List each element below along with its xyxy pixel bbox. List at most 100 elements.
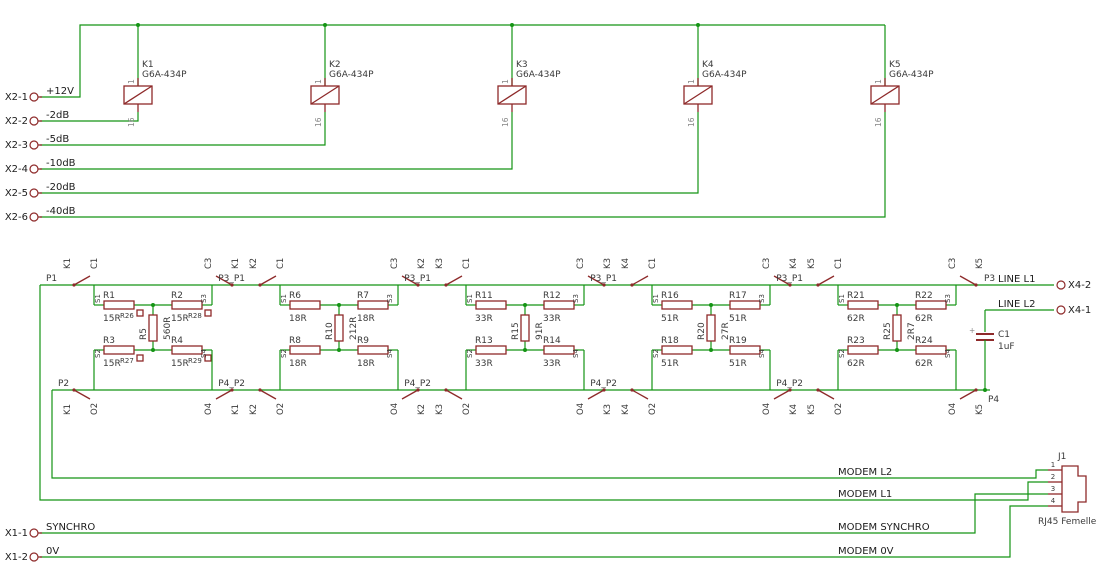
junction-dot [709,303,713,307]
resistor-ref: R4 [171,336,183,346]
resistor-value: 62R [847,359,865,369]
coil-diagonal [497,85,527,105]
resistor-value: 18R [289,314,307,324]
resistor-ref: R21 [847,291,865,301]
resistor-value: 51R [661,359,679,369]
net-label-5db: -5dB [46,134,69,145]
coil-pin-number-bottom: 16 [501,117,510,127]
contact-pin [444,283,448,287]
contact-relay-label: K1 [63,258,73,269]
relay-name-label: K4 [702,60,714,70]
power-section: X2-1 X2-2 X2-3 X2-4 X2-5 X2-6 +12V -2dB … [5,23,886,223]
coil-body [870,85,900,105]
junction-dot [709,348,713,352]
coil-pin-number-top: 1 [687,79,696,84]
contact-lever [401,275,419,286]
contact-relay-label: K2 [417,404,427,415]
contact-o4-label: O4 [576,403,586,415]
contact-lever [73,275,91,286]
contact-s3-label: S3 [200,294,208,303]
contact-lever [959,275,977,286]
contact-pin [72,283,76,287]
contact-s4-label: S4 [572,349,580,358]
resistor-ref: R18 [661,336,679,346]
contact-s2-label: S2 [280,349,288,358]
resistor-ref-shunt: R5 [139,328,149,340]
resistor-ref: R11 [475,291,493,301]
resistor-ref: R3 [103,336,115,346]
contact-c1-label: C1 [834,258,844,269]
stage1-trim-resistors: R26 R28 R27 R29 [120,309,212,365]
contact-relay-label: K4 [789,404,799,415]
contact-o2-label: O2 [90,403,100,415]
relay-name-label: K5 [889,60,901,70]
resistor-ref-shunt: R10 [325,322,335,340]
resistor-value: 15R [171,359,189,369]
relay-name-label: K3 [516,60,528,70]
contact-lever [215,275,233,286]
relay-coil-symbol: 1 16 K2 G6A-434P [310,25,374,127]
coil-diagonal [870,85,900,105]
coil-body [497,85,527,105]
coil-pin-number-top: 1 [127,79,136,84]
attenuator-stage: K3 K3 K3 K3 C1 C3 O2 O4 S1 S3 S2 S4 R11 … [435,258,617,415]
capacitor-plus-sign: + [969,326,975,335]
resistor-ref: R22 [915,291,933,301]
contact-o4-label: O4 [762,403,772,415]
contact-c1-label: C1 [462,258,472,269]
contact-s3-label: S3 [386,294,394,303]
resistor-value: 15R [171,314,189,324]
resistor-ref: R2 [171,291,183,301]
port-p2-label: P2 [58,379,69,389]
coil-pin-number-top: 1 [501,79,510,84]
contact-pin [788,388,792,392]
attenuator-section: P1 P2 P3 P4 R26 R28 R27 R29 LINE L1 X4-2… [40,274,1091,405]
resistor-value: 33R [543,359,561,369]
j1-pin-number: 1 [1051,461,1055,469]
connector-j1: 1 2 3 4 J1 RJ45 Femelle [1038,452,1097,527]
contact-pin [416,283,420,287]
contact-c1-label: C1 [648,258,658,269]
junction-dot [895,303,899,307]
contact-relay-label: K4 [621,258,631,269]
trim-resistor-body [136,354,144,362]
contact-relay-label: K3 [603,404,613,415]
junction-label-top: P3_P1 [404,274,431,284]
contact-c3-label: C3 [762,258,772,269]
contact-pin [258,283,262,287]
j1-name-label: J1 [1057,452,1066,462]
net-2db-wire [40,112,139,122]
contact-o4-label: O4 [390,403,400,415]
junction-dot [523,348,527,352]
contact-pin [630,283,634,287]
resistor-value: 51R [661,314,679,324]
net-label-synchro: SYNCHRO [46,522,95,533]
resistor-body-shunt [334,314,344,342]
net-modem-l1-wire [39,285,1048,501]
contact-s4-label: S4 [200,349,208,358]
trim-resistor-ref: R29 [188,357,202,365]
contact-relay-label: K1 [231,258,241,269]
x2-3-pin [29,140,39,150]
contact-relay-label: K1 [63,404,73,415]
net-12v-bus [40,24,885,98]
net-5db-wire [40,112,326,146]
contact-c3-label: C3 [948,258,958,269]
junction-label-top: P3_P1 [218,274,245,284]
rj45-jack-symbol [1061,465,1087,513]
coil-pin-number-top: 1 [874,79,883,84]
contact-s4-label: S4 [944,349,952,358]
resistor-body [103,300,135,310]
x2-6-pin [29,212,39,222]
resistor-ref: R19 [729,336,747,346]
connector-x2: X2-1 X2-2 X2-3 X2-4 X2-5 X2-6 +12V -2dB … [5,86,76,223]
net-label-0v: 0V [46,546,59,557]
contact-lever [773,389,791,400]
resistor-body [475,300,507,310]
resistor-value-shunt: 560R [163,317,173,340]
junction-dot [337,348,341,352]
contact-lever [959,389,977,400]
contact-pin [444,388,448,392]
trim-resistor-ref: R27 [120,357,134,365]
